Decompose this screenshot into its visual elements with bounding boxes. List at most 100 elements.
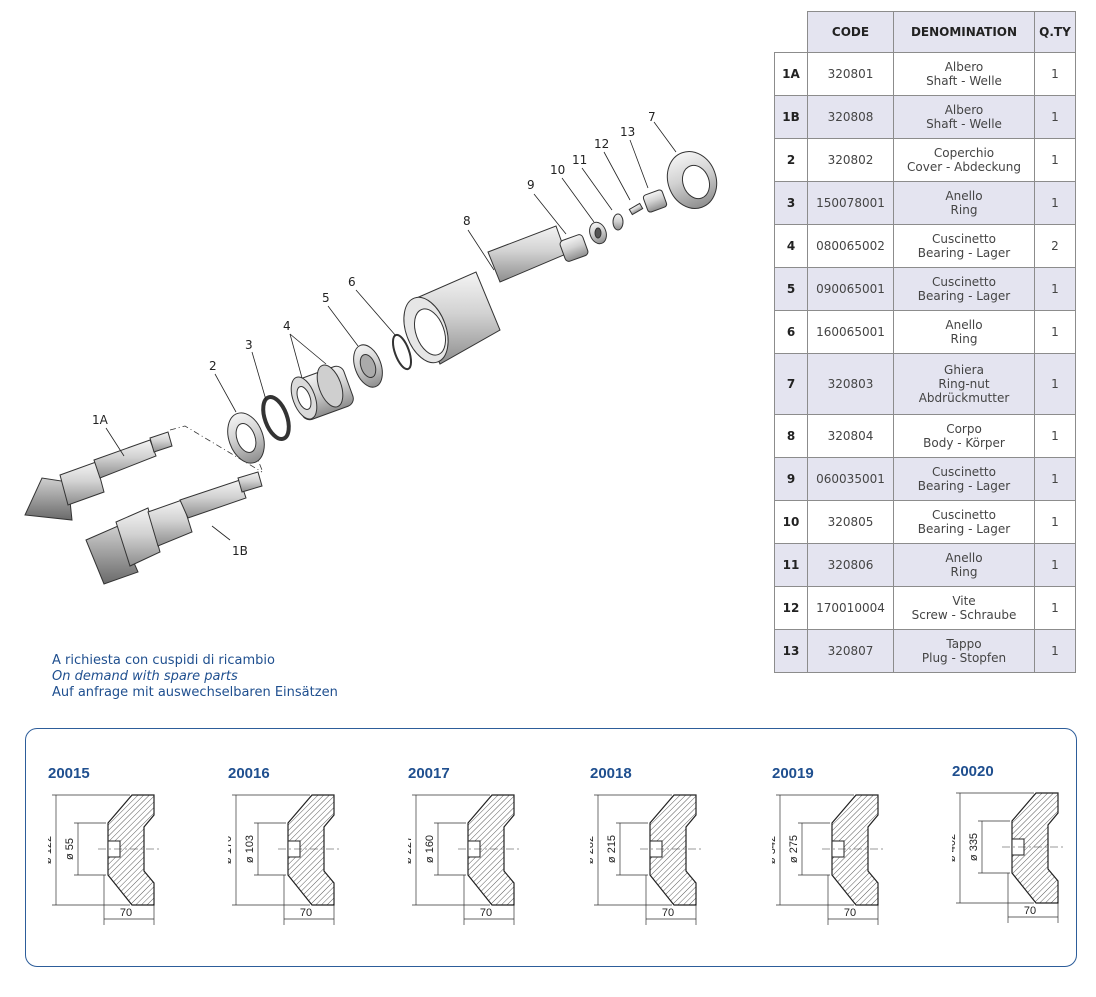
denomination-line: Ghiera [944,363,984,377]
row-qty: 1 [1034,181,1076,225]
part-6-ring [391,333,413,371]
row-number: 13 [774,629,808,673]
row-number: 2 [774,138,808,182]
inner-diameter-label: ø 215 [606,835,618,863]
part-9-bearing [559,234,589,262]
row-qty: 1 [1034,500,1076,544]
denomination-line: Ring [950,332,978,346]
row-number: 1B [774,95,808,139]
callout-6: 6 [348,275,356,289]
row-qty: 1 [1034,267,1076,311]
tip-code: 20020 [952,763,994,780]
row-qty: 1 [1034,310,1076,354]
denomination-line: Bearing - Lager [917,522,1011,536]
row-code: 080065002 [807,224,894,268]
callout-10: 10 [550,163,565,177]
length-label: 70 [480,907,492,919]
row-code: 320807 [807,629,894,673]
denomination-line: Anello [945,318,983,332]
row-number: 3 [774,181,808,225]
length-label: 70 [844,907,856,919]
callout-2: 2 [209,359,217,373]
denomination-line: Bearing - Lager [917,289,1011,303]
inner-diameter-label: ø 55 [64,838,76,860]
spare-tip-20017: 20017 ø 227 ø 160 70 [408,765,578,985]
denomination-line: Shaft - Welle [926,74,1002,88]
row-number: 1A [774,52,808,96]
part-2-cover [227,412,265,464]
row-code: 060035001 [807,457,894,501]
row-qty: 1 [1034,629,1076,673]
outer-diameter-label: ø 227 [408,836,414,864]
outer-diameter-label: ø 170 [228,836,234,864]
row-number: 10 [774,500,808,544]
denomination-line: Albero [944,60,984,74]
row-number: 5 [774,267,808,311]
inner-diameter-label: ø 275 [788,835,800,863]
tip-code: 20015 [48,765,90,782]
header-code: CODE [807,11,894,53]
row-number: 7 [774,353,808,415]
tip-cross-section: ø 227 ø 160 70 [408,794,520,925]
row-code: 090065001 [807,267,894,311]
row-code: 150078001 [807,181,894,225]
note-line-italian: A richiesta con cuspidi di ricambio [52,653,275,668]
row-number: 9 [774,457,808,501]
row-qty: 1 [1034,52,1076,96]
inner-diameter-label: ø 160 [424,835,436,863]
denomination-line: Plug - Stopfen [921,651,1007,665]
header-denomination: DENOMINATION [893,11,1035,53]
length-label: 70 [662,907,674,919]
row-code: 320801 [807,52,894,96]
callout-5: 5 [322,291,330,305]
denomination-line: Cuscinetto [932,232,996,246]
header-blank [774,11,808,53]
row-number: 12 [774,586,808,630]
part-1a-shaft [24,431,173,521]
callout-9: 9 [527,178,535,192]
row-number: 4 [774,224,808,268]
note-line-german: Auf anfrage mit auswechselbaren Einsätze… [52,685,338,700]
row-qty: 1 [1034,586,1076,630]
denomination-line: Bearing - Lager [917,479,1011,493]
callout-1a: 1A [92,413,109,427]
row-qty: 2 [1034,224,1076,268]
exploded-assembly-diagram: 1A 1B 2 3 4 5 6 7 8 9 10 11 12 13 [24,110,718,585]
callout-13: 13 [620,125,635,139]
callout-11: 11 [572,153,587,167]
row-code: 160065001 [807,310,894,354]
denomination-line: Cuscinetto [932,465,996,479]
tip-code: 20017 [408,765,450,782]
denomination-line: Anello [945,189,983,203]
denomination-line: Cuscinetto [932,508,996,522]
note-line-english: On demand with spare parts [52,669,238,684]
outer-diameter-label: ø 402 [952,834,958,862]
row-qty: 1 [1034,543,1076,587]
part-8-body [403,225,567,365]
callout-8: 8 [463,214,471,228]
denomination-line: Ring [950,203,978,217]
part-7-ring-nut [666,151,718,209]
part-12-screw [628,202,644,216]
